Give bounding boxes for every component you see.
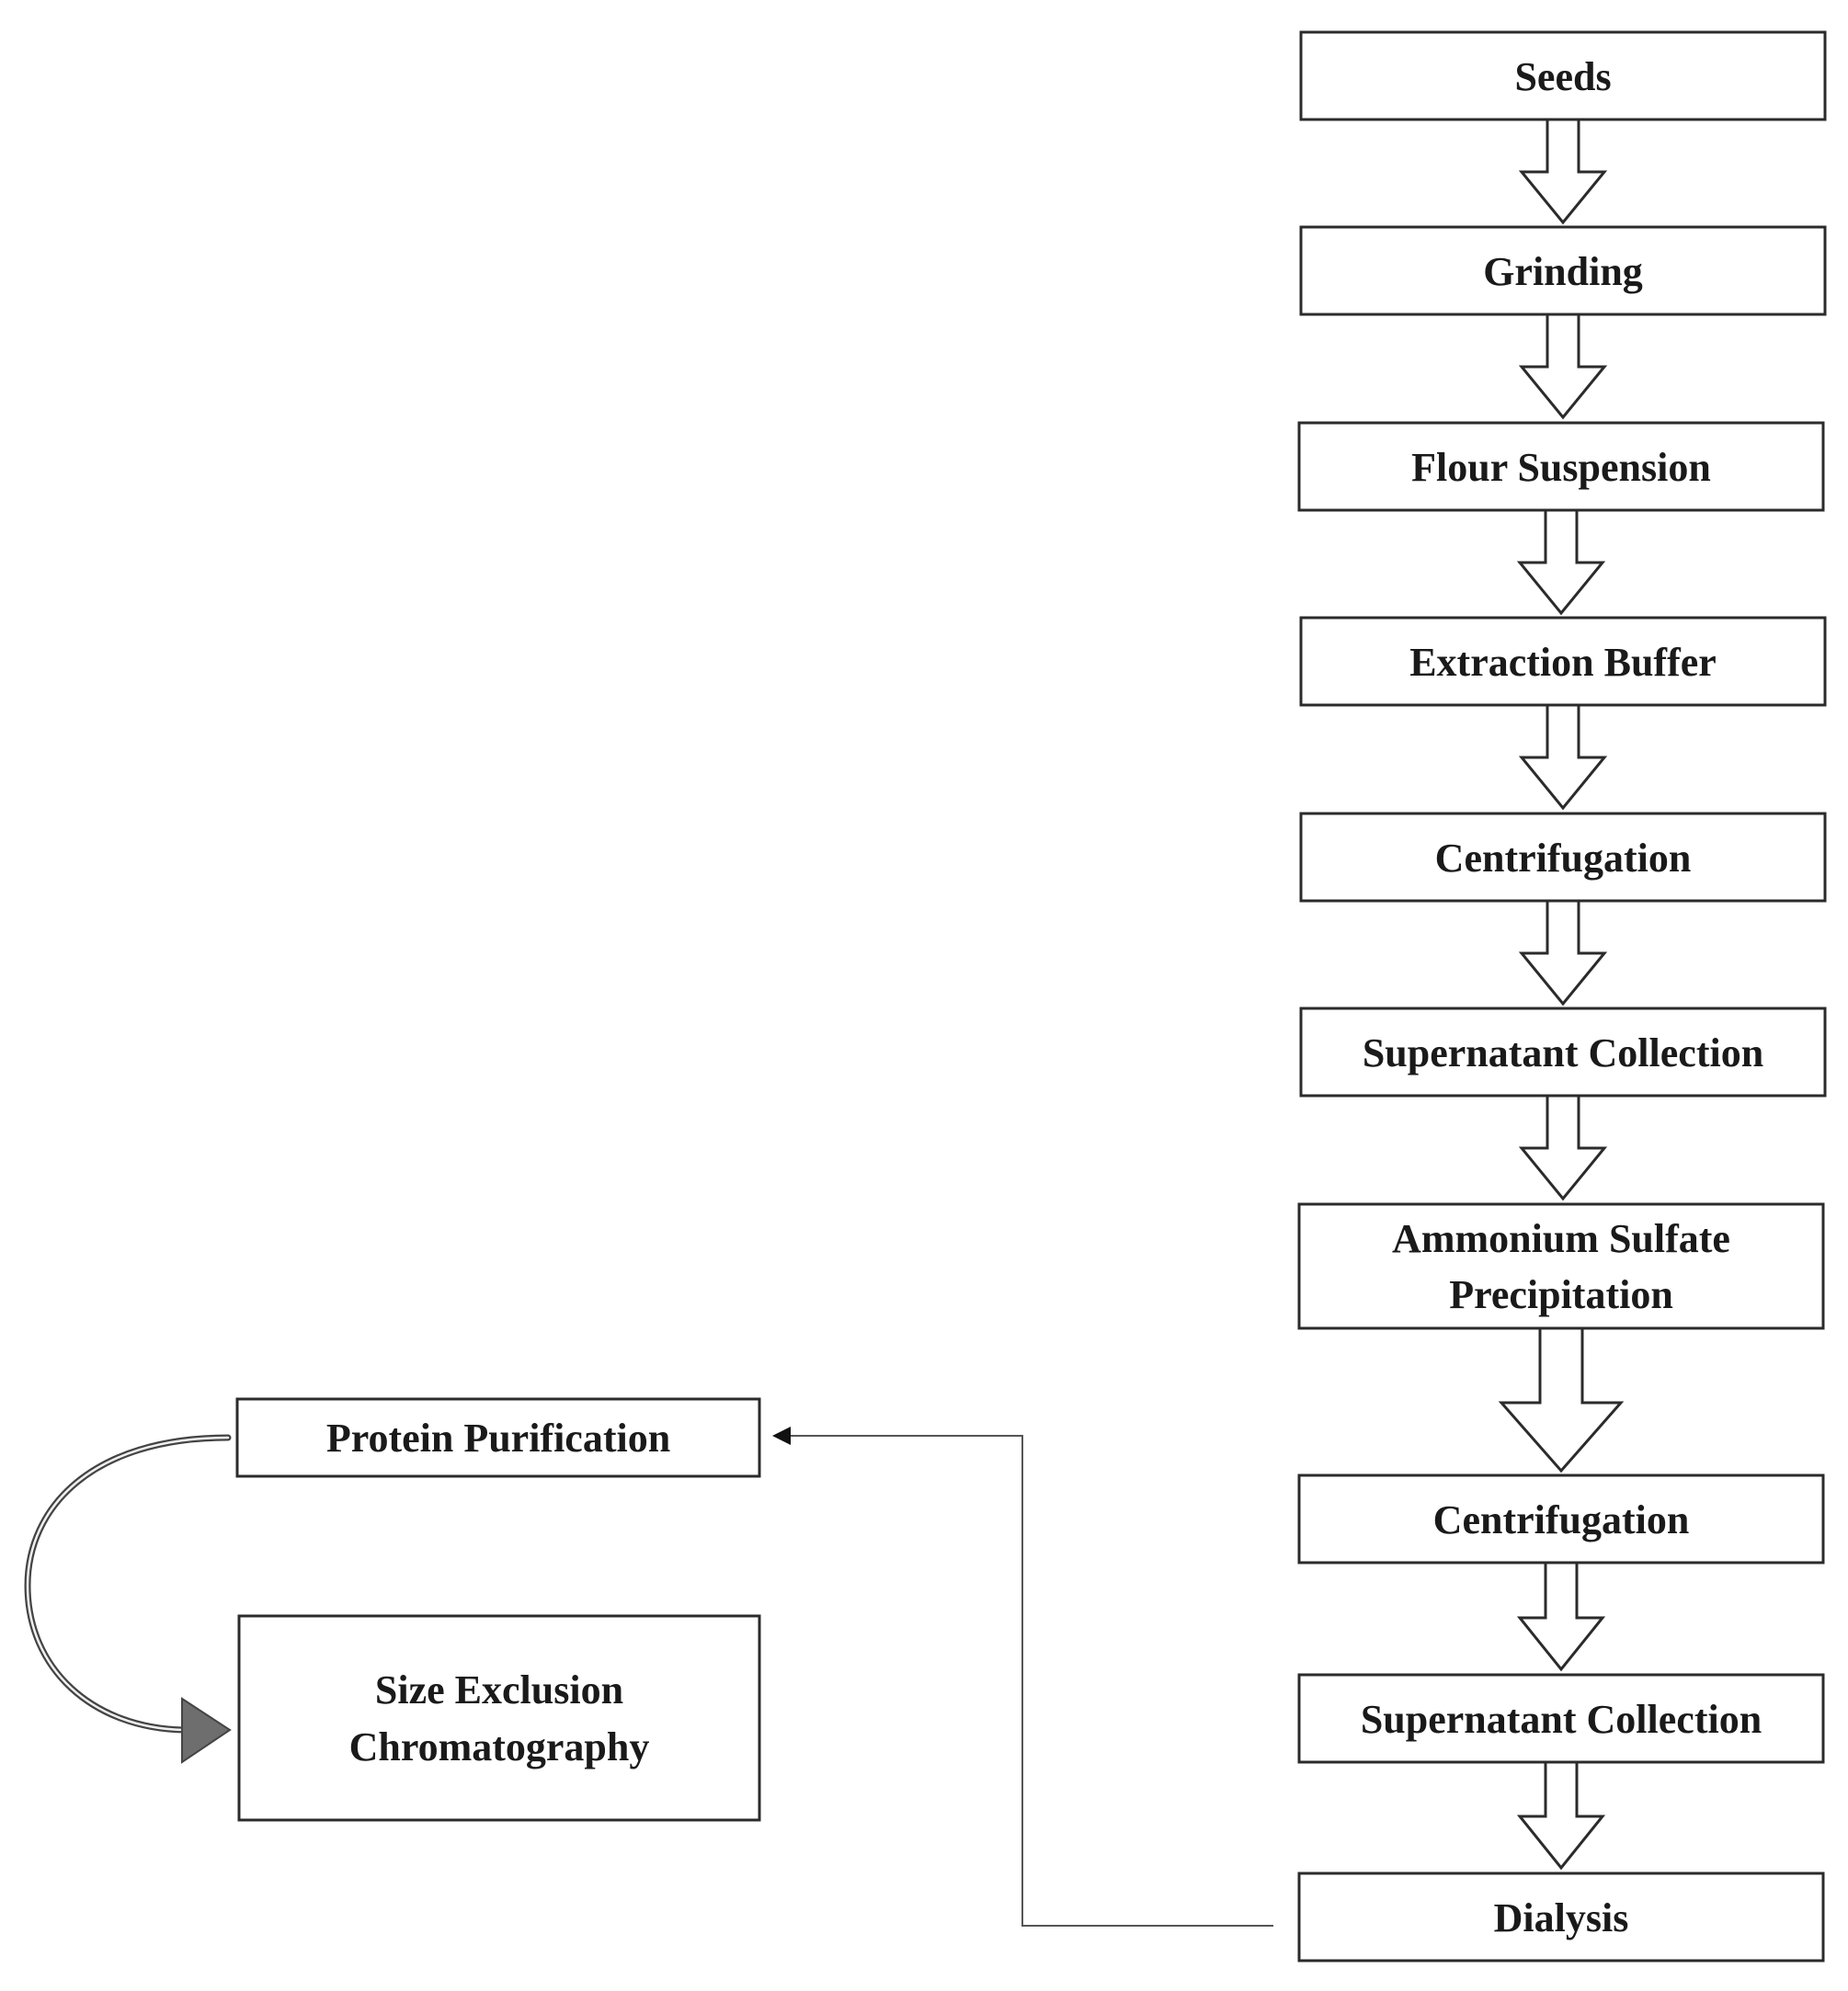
step-box-grinding: Grinding: [1299, 225, 1827, 316]
down-arrow-icon: [1516, 1561, 1606, 1672]
down-arrow-icon: [1518, 313, 1608, 420]
down-arrow-icon: [1518, 899, 1608, 1007]
step-box-dialysis: Dialysis: [1297, 1872, 1825, 1963]
down-arrow-icon: [1516, 1760, 1606, 1871]
step-label: Grinding: [1483, 249, 1643, 294]
step-box-supernatant-collection-1: Supernatant Collection: [1299, 1007, 1827, 1098]
step-box-seeds: Seeds: [1299, 30, 1827, 121]
step-label-line-1: Ammonium Sulfate: [1392, 1216, 1730, 1261]
size-exclusion-label-line-2: Chromatography: [349, 1724, 650, 1769]
step-label: Supernatant Collection: [1363, 1030, 1763, 1075]
down-arrow-icon: [1518, 703, 1608, 811]
step-label: Dialysis: [1494, 1895, 1629, 1940]
down-arrow-icon: [1518, 1094, 1608, 1201]
down-arrow-icon: [1498, 1326, 1625, 1473]
step-label: Centrifugation: [1433, 1497, 1690, 1542]
protein-purification-box: Protein Purification: [235, 1397, 761, 1478]
step-label: Flour Suspension: [1411, 445, 1711, 490]
step-box-flour-suspension: Flour Suspension: [1297, 421, 1825, 512]
step-label: Extraction Buffer: [1409, 640, 1717, 685]
step-label: Supernatant Collection: [1361, 1697, 1762, 1742]
step-label: Centrifugation: [1435, 836, 1692, 881]
dialysis-to-purification-connector: [772, 1427, 1273, 1927]
curved-arrow-icon: [24, 1434, 232, 1764]
down-arrow-icon: [1516, 508, 1606, 616]
protein-purification-label: Protein Purification: [326, 1416, 670, 1461]
step-box-ammonium-sulfate-precipitation: Ammonium Sulfate Precipitation: [1297, 1202, 1825, 1330]
step-box-centrifugation-1: Centrifugation: [1299, 812, 1827, 903]
step-label: Seeds: [1514, 54, 1611, 99]
step-box-centrifugation-2: Centrifugation: [1297, 1473, 1825, 1564]
step-box-extraction-buffer: Extraction Buffer: [1299, 616, 1827, 707]
down-arrow-icon: [1518, 118, 1608, 225]
step-box-supernatant-collection-2: Supernatant Collection: [1297, 1673, 1825, 1764]
size-exclusion-label-line-1: Size Exclusion: [375, 1667, 623, 1712]
size-exclusion-chromatography-box: Size Exclusion Chromatography: [237, 1614, 761, 1822]
step-label-line-2: Precipitation: [1449, 1272, 1673, 1317]
